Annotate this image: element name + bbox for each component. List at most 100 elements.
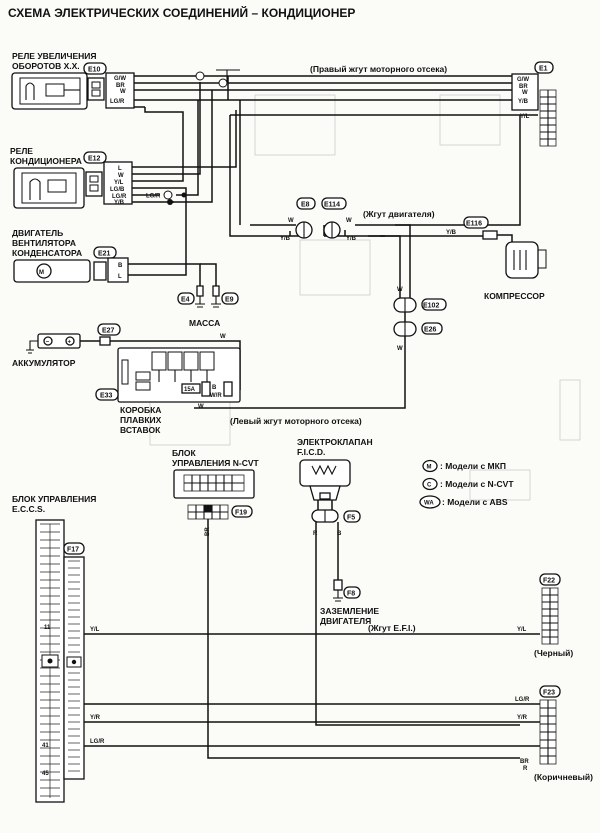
f17-connector-block <box>63 556 85 780</box>
left-harness-wire <box>194 336 406 409</box>
svg-text:+: + <box>68 340 72 346</box>
svg-text:РЕЛЕ: РЕЛЕ <box>10 146 33 156</box>
svg-text:LG/R: LG/R <box>112 194 127 200</box>
svg-text:E9: E9 <box>225 297 234 304</box>
svg-text:E26: E26 <box>424 327 437 334</box>
e1-pin-block <box>539 89 557 147</box>
svg-text:LG/R: LG/R <box>515 697 530 703</box>
ncvt-unit: БЛОК УПРАВЛЕНИЯ N-CVT <box>172 448 260 520</box>
svg-text:LG/R: LG/R <box>110 99 125 105</box>
ncvt-br-wire <box>207 519 520 759</box>
svg-text:: Модели с ABS: : Модели с ABS <box>442 497 508 507</box>
svg-text:Y/B: Y/B <box>114 200 125 206</box>
f22-connector-block <box>541 587 559 645</box>
pin-41: 41 <box>42 743 49 749</box>
svg-text:E10: E10 <box>88 67 101 74</box>
svg-text:F17: F17 <box>67 547 79 554</box>
svg-text:ВЕНТИЛЯТОРА: ВЕНТИЛЯТОРА <box>12 238 76 248</box>
svg-text:ВСТАВОК: ВСТАВОК <box>120 425 161 435</box>
svg-text:W: W <box>397 287 403 293</box>
ficd-r-wire <box>315 522 520 726</box>
ficd-valve: ЭЛЕКТРОКЛАПАН F.I.C.D. <box>297 437 373 501</box>
svg-text:E.C.C.S.: E.C.C.S. <box>12 504 45 514</box>
connector-f23-badge: F23 <box>539 685 561 698</box>
svg-text:WA: WA <box>424 501 434 507</box>
svg-text:Y/B: Y/B <box>280 236 291 242</box>
svg-text:: Модели с N-CVT: : Модели с N-CVT <box>440 479 514 489</box>
svg-text:W: W <box>220 334 226 340</box>
ficd-pins <box>317 500 333 510</box>
svg-text:BR: BR <box>519 84 528 90</box>
fuse-rating: 15A <box>184 387 196 393</box>
svg-text:W: W <box>118 173 124 179</box>
e26-connector: E26 <box>393 321 443 337</box>
svg-text:КОНДЕНСАТОРА: КОНДЕНСАТОРА <box>12 248 82 258</box>
svg-text:ДВИГАТЕЛЬ: ДВИГАТЕЛЬ <box>12 228 63 238</box>
svg-text:Y/R: Y/R <box>90 715 101 721</box>
svg-text:F22: F22 <box>543 578 555 585</box>
e1-plug <box>511 73 539 111</box>
e27-plug <box>99 336 111 346</box>
svg-text:W: W <box>288 218 294 224</box>
svg-text:C: C <box>427 483 432 489</box>
svg-text:BR: BR <box>116 83 125 89</box>
svg-text:L: L <box>118 166 122 172</box>
legend-item-ncvt: C : Модели с N-CVT <box>422 477 514 491</box>
svg-text:Y/L: Y/L <box>90 627 100 633</box>
svg-text:−: − <box>46 340 50 346</box>
svg-text:BR: BR <box>520 759 529 765</box>
svg-text:КОРОБКА: КОРОБКА <box>120 405 161 415</box>
svg-text:G/W: G/W <box>517 77 529 83</box>
svg-text:Y/R: Y/R <box>517 715 528 721</box>
svg-text:E27: E27 <box>102 328 115 335</box>
svg-text:W: W <box>522 90 528 96</box>
svg-text:L: L <box>118 274 122 280</box>
mass-label: МАССА <box>189 318 220 328</box>
svg-text:E8: E8 <box>301 202 310 209</box>
svg-text:Y/B: Y/B <box>346 236 357 242</box>
svg-text:E21: E21 <box>98 251 111 258</box>
idle-up-relay: РЕЛЕ УВЕЛИЧЕНИЯ ОБОРОТОВ Х.Х. <box>11 51 105 110</box>
connector-f19-badge: F19 <box>231 505 253 518</box>
battery: − + АККУМУЛЯТОР <box>12 333 81 368</box>
fuse-box: 15A B W/R <box>117 347 241 403</box>
svg-text:W/R: W/R <box>210 393 222 399</box>
svg-text:F.I.C.D.: F.I.C.D. <box>297 447 325 457</box>
svg-text:LG/R: LG/R <box>90 739 105 745</box>
legend-item-abs: WA : Модели с ABS <box>419 495 508 509</box>
svg-text:F8: F8 <box>347 591 355 598</box>
svg-text:ЭЛЕКТРОКЛАПАН: ЭЛЕКТРОКЛАПАН <box>297 437 373 447</box>
right-harness-label: (Правый жгут моторного отсека) <box>310 64 447 74</box>
svg-text:B: B <box>118 263 123 269</box>
svg-text:W: W <box>346 218 352 224</box>
svg-text:УПРАВЛЕНИЯ N-CVT: УПРАВЛЕНИЯ N-CVT <box>172 458 260 468</box>
efi-harness-wires <box>84 633 540 747</box>
connector-e33-badge: E33 <box>95 388 119 401</box>
engine-harness-wires <box>229 100 521 300</box>
svg-text:E116: E116 <box>466 221 482 228</box>
ac-relay: РЕЛЕ КОНДИЦИОНЕРА <box>10 146 103 209</box>
svg-text:F5: F5 <box>347 515 355 522</box>
right-harness-wires <box>134 69 512 108</box>
svg-text:Y/L: Y/L <box>520 114 530 120</box>
compressor-label: КОМПРЕССОР <box>484 291 545 301</box>
svg-text:E102: E102 <box>423 303 439 310</box>
engine-harness-label: (Жгут двигателя) <box>363 209 435 219</box>
ac-relay-wires <box>132 76 237 259</box>
svg-text:W: W <box>120 89 126 95</box>
background-ghost <box>149 94 581 501</box>
eccs-unit: БЛОК УПРАВЛЕНИЯ E.C.C.S. 11 41 45 <box>12 494 96 803</box>
svg-text:Y/L: Y/L <box>517 627 527 633</box>
engine-ground-f8: F8 ЗАЗЕМЛЕНИЕ ДВИГАТЕЛЯ <box>320 579 379 626</box>
svg-text:R: R <box>523 766 528 772</box>
svg-text:F19: F19 <box>235 510 247 517</box>
e102-connector: E102 <box>393 297 447 313</box>
svg-text:M: M <box>39 270 44 276</box>
svg-text:B: B <box>212 385 217 391</box>
brown-label: (Коричневый) <box>534 772 593 782</box>
left-harness-label: (Левый жгут моторного отсека) <box>230 416 362 426</box>
svg-text:БЛОК УПРАВЛЕНИЯ: БЛОК УПРАВЛЕНИЯ <box>12 494 96 504</box>
condenser-fan: ДВИГАТЕЛЬ ВЕНТИЛЯТОРА КОНДЕНСАТОРА M <box>12 228 107 283</box>
